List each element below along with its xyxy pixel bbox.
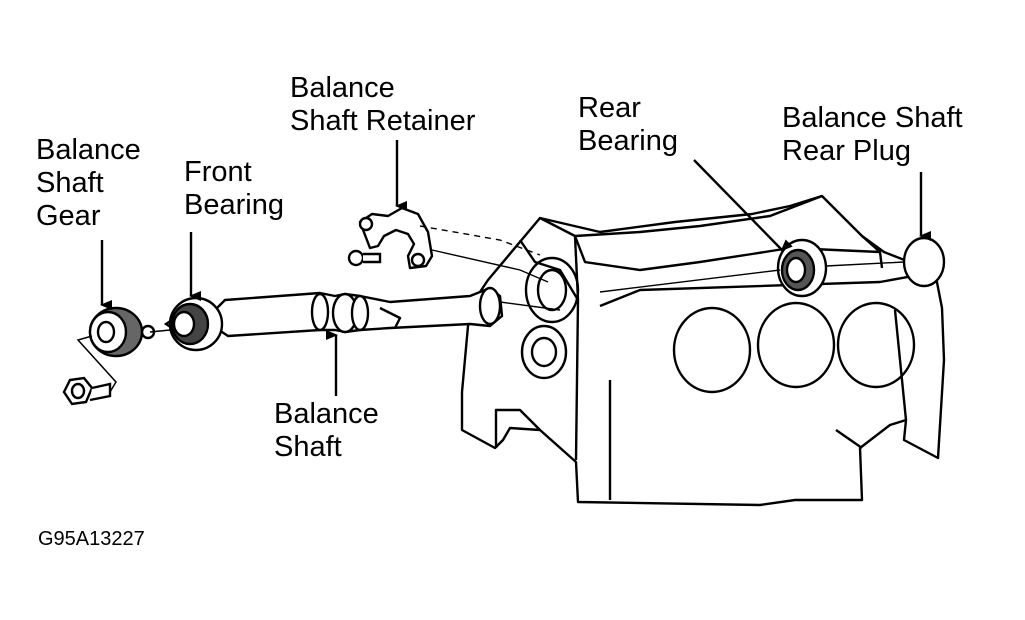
label-line: Balance Shaft bbox=[782, 102, 963, 134]
label-balance-shaft-rear-plug: Balance Shaft Rear Plug bbox=[782, 102, 963, 168]
balance-shaft-rear-plug bbox=[902, 236, 946, 288]
arrow-rear-bearing bbox=[693, 159, 793, 252]
label-line: Shaft bbox=[274, 431, 342, 463]
figure-id: G95A13227 bbox=[38, 528, 145, 550]
label-balance-shaft-retainer: Balance Shaft Retainer bbox=[290, 72, 475, 138]
label-line: Front bbox=[184, 156, 252, 188]
label-line: Balance bbox=[290, 72, 395, 104]
label-line: Bearing bbox=[578, 125, 678, 157]
retainer-bolt bbox=[347, 249, 382, 267]
assembly-centerlines bbox=[149, 225, 905, 333]
rear-bearing bbox=[776, 238, 828, 298]
label-line: Gear bbox=[36, 200, 101, 232]
balance-shaft-gear bbox=[88, 306, 156, 358]
gear-bolt bbox=[62, 376, 112, 406]
label-rear-bearing: Rear Bearing bbox=[578, 92, 678, 158]
label-line: Shaft Retainer bbox=[290, 105, 476, 137]
label-line: Rear bbox=[578, 92, 641, 124]
label-line: Balance bbox=[274, 398, 379, 430]
label-line: Bearing bbox=[184, 189, 284, 221]
label-line: Rear Plug bbox=[782, 135, 911, 167]
label-line: Balance bbox=[36, 134, 141, 166]
balance-shaft bbox=[213, 286, 504, 338]
front-bearing bbox=[163, 296, 224, 352]
label-line: Shaft bbox=[36, 167, 104, 199]
label-balance-shaft-gear: Balance Shaft Gear bbox=[36, 134, 141, 233]
gear-bolt-centerline bbox=[76, 335, 117, 393]
leader-arrows bbox=[100, 140, 931, 396]
label-balance-shaft: Balance Shaft bbox=[274, 398, 379, 464]
label-front-bearing: Front Bearing bbox=[184, 156, 284, 222]
engine-block bbox=[460, 194, 946, 507]
